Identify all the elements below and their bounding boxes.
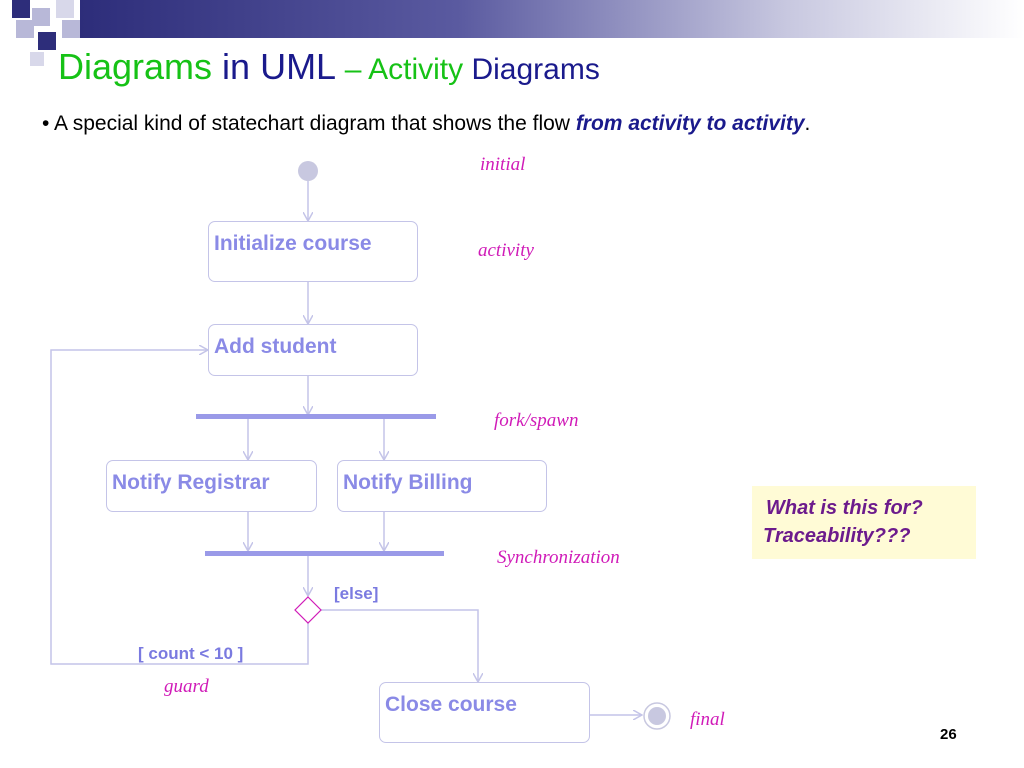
annotation-activity: activity [478,240,534,261]
title-part: Diagrams [58,46,213,87]
bullet-prefix: • A special kind of statechart diagram t… [42,112,576,135]
activity-label: Add student [214,335,337,358]
decor-square [16,20,34,38]
else-connector [321,609,478,682]
title-part: in UML [212,46,345,87]
activity-notify-billing: Notify Billing [337,460,547,512]
else-guard-label: [else] [334,584,379,603]
activity-label: Initialize course [214,232,372,255]
decor-square [62,20,80,38]
decor-square [56,0,74,18]
activity-add-student: Add student [208,324,418,376]
activity-label: Close course [385,693,517,716]
annotation-final: final [690,709,725,730]
final-node-outer [643,702,671,730]
callout-line: What is this for? [766,497,923,519]
activity-close-course: Close course [379,682,590,743]
final-node-inner [648,707,666,725]
fork-bar [196,414,436,419]
traceability-callout: What is this for? Traceability??? [752,486,976,559]
title-part: – Activity [344,53,464,86]
decision-node [294,596,322,624]
bullet-text: • A special kind of statechart diagram t… [42,112,810,136]
sync-bar [205,551,444,556]
bullet-suffix: . [804,112,811,135]
decor-square [38,32,56,50]
initial-node [298,161,318,181]
activity-label: Notify Billing [343,471,473,494]
bullet-emphasis: from activity to activity [575,112,805,135]
callout-line: Traceability??? [763,525,911,547]
annotation-initial: initial [480,154,526,175]
activity-initialize-course: Initialize course [208,221,418,282]
annotation-guard: guard [164,676,209,697]
page-title: Diagrams in UML – Activity Diagrams [58,46,600,88]
activity-label: Notify Registrar [112,471,270,494]
annotation-fork: fork/spawn [494,410,579,431]
decor-square [12,0,30,18]
annotation-sync: Synchronization [497,547,620,568]
decor-square [32,8,50,26]
decor-square [30,52,44,66]
count-guard-label: [ count < 10 ] [138,644,244,663]
header-gradient-bar [80,0,1024,38]
activity-notify-registrar: Notify Registrar [106,460,317,512]
title-part: Diagrams [463,53,600,86]
loop-back-connector [50,350,309,665]
page-number: 26 [940,726,957,743]
